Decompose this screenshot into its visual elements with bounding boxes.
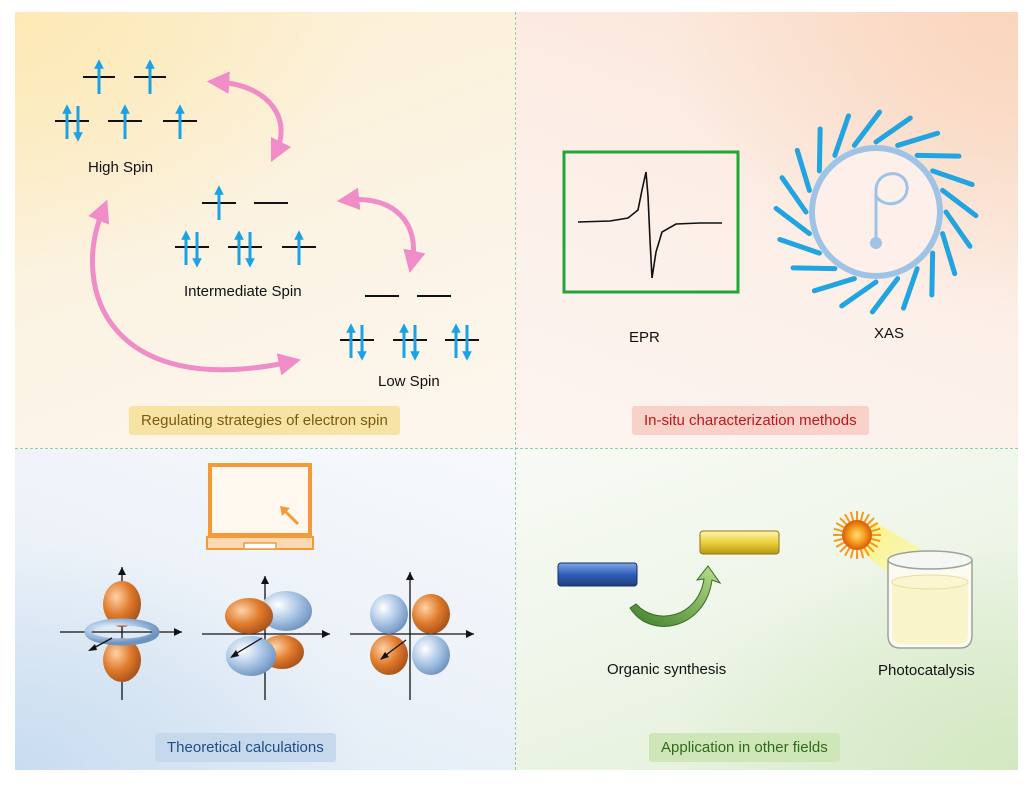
- epr-label: EPR: [629, 329, 660, 346]
- dx2-y2-orbital: [350, 572, 474, 700]
- vertical-divider: [515, 12, 516, 770]
- application-badge: Application in other fields: [649, 733, 840, 762]
- reactant-bar: [557, 562, 638, 587]
- low-spin-label: Low Spin: [378, 373, 440, 390]
- low-spin-electrons: [346, 323, 472, 361]
- characterization-badge: In-situ characterization methods: [632, 406, 869, 435]
- low-spin-levels: [340, 295, 479, 341]
- computer-screen-icon: [206, 463, 314, 550]
- epr-spectrum: [577, 171, 722, 279]
- intermediate-spin-electrons: [181, 185, 304, 268]
- product-bar: [699, 530, 780, 555]
- horizontal-divider: [15, 448, 1018, 449]
- reaction-arrow: [629, 565, 722, 627]
- high-spin-electrons: [62, 59, 185, 142]
- spin-regulation-badge: Regulating strategies of electron spin: [129, 406, 400, 435]
- spin-transition-arrows: [88, 71, 426, 376]
- photocatalysis-label: Photocatalysis: [878, 662, 975, 679]
- epr-frame: [562, 150, 740, 294]
- theory-badge: Theoretical calculations: [155, 733, 336, 762]
- dz2-orbital: [60, 567, 182, 700]
- xas-label: XAS: [874, 325, 905, 342]
- intermediate-spin-label: Intermediate Spin: [184, 283, 302, 300]
- beaker-icon: [887, 550, 973, 649]
- d-orbital-tilted: [202, 576, 330, 700]
- xas-ring-icon: [773, 109, 979, 315]
- high-spin-label: High Spin: [88, 159, 154, 176]
- organic-synthesis-label: Organic synthesis: [607, 661, 727, 678]
